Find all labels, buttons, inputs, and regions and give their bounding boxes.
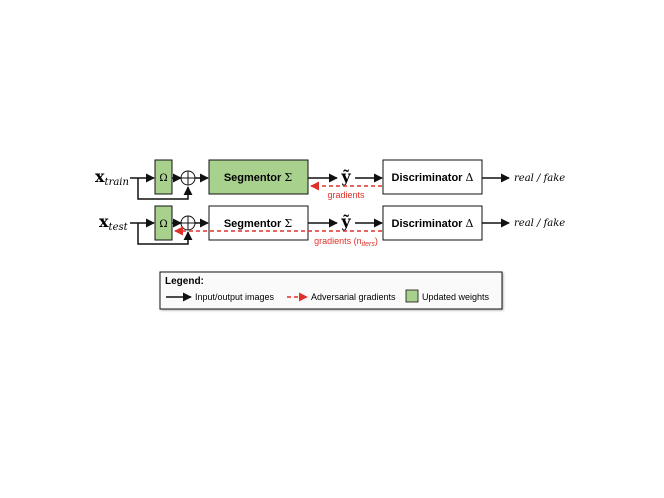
test-input-main: x	[99, 212, 109, 231]
circled-plus-icon	[180, 215, 196, 231]
train-segmentor-box	[208, 159, 309, 195]
test-discriminator-box	[382, 205, 483, 241]
legend-input-output-label: Input/output images	[195, 292, 275, 302]
test-omega-label: Ω	[159, 219, 167, 230]
legend-title: Legend:	[165, 276, 204, 287]
test-segmentor-box	[208, 205, 309, 241]
train-omega-label: Ω	[159, 173, 167, 184]
legend: Legend: Input/output images Adversarial …	[159, 271, 503, 310]
train-input-label: xtrain	[95, 167, 129, 188]
train-input-sub: train	[105, 177, 129, 188]
test-result-label: real / fake	[514, 218, 565, 229]
train-row: xtrain Ω Segmentor Σ ỹ Discri	[95, 159, 565, 200]
train-discriminator-box	[382, 159, 483, 195]
test-input-sub: test	[109, 222, 129, 233]
train-output-label: ỹ	[340, 167, 351, 186]
train-input-main: x	[95, 167, 105, 186]
legend-updated-label: Updated weights	[422, 292, 490, 302]
test-gradients-label: gradients (niters)	[314, 236, 378, 248]
test-discriminator-label: Discriminator Δ	[392, 217, 474, 230]
train-result-label: real / fake	[514, 173, 565, 184]
train-segmentor-label: Segmentor Σ	[224, 171, 293, 184]
test-input-label: xtest	[99, 212, 129, 233]
train-gradients-label: gradients	[327, 190, 365, 200]
legend-box	[159, 271, 503, 310]
test-segmentor-label: Segmentor Σ	[224, 217, 293, 230]
legend-adversarial-label: Adversarial gradients	[311, 292, 396, 302]
train-omega-box	[154, 159, 173, 195]
train-discriminator-label: Discriminator Δ	[392, 171, 474, 184]
legend-updated-swatch	[405, 289, 419, 303]
test-row: xtest Ω Segmentor Σ ỹ Discriminator Δ re…	[99, 205, 565, 248]
test-skip-path	[137, 223, 193, 245]
circled-plus-icon	[180, 170, 196, 186]
train-skip-path	[137, 178, 193, 200]
test-output-label: ỹ	[340, 212, 351, 231]
